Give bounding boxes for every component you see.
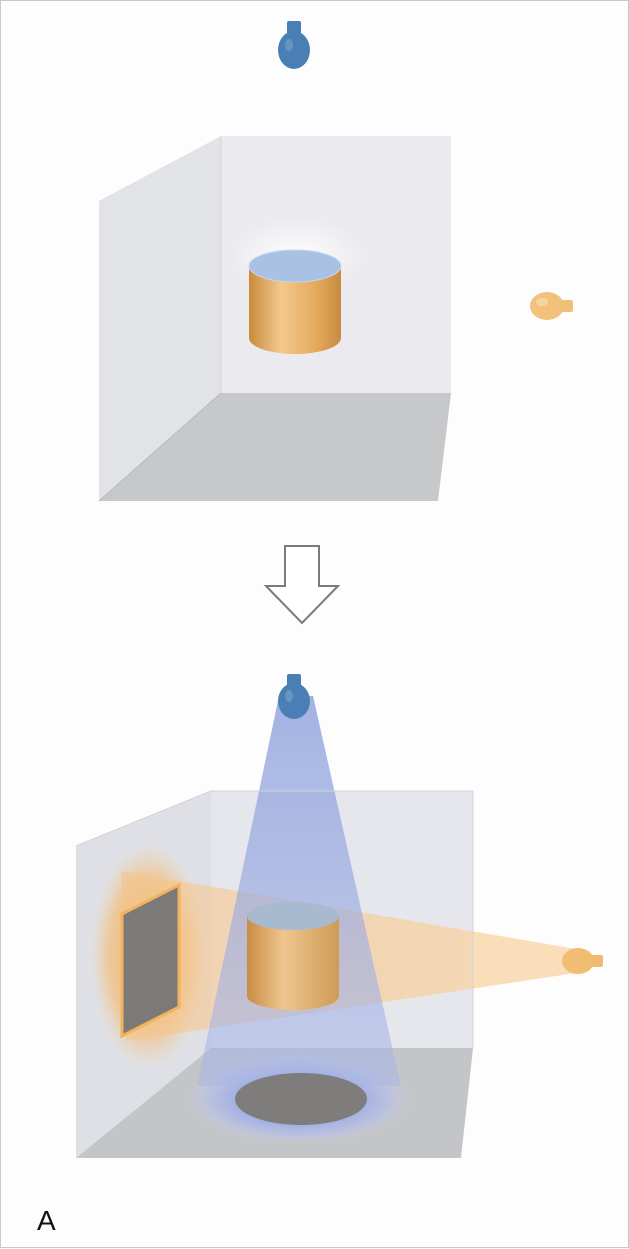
arrow-down-icon <box>266 546 338 623</box>
top-light-bulb-icon <box>278 21 310 69</box>
cylinder-floor-shadow <box>235 1073 367 1125</box>
panel-label: A <box>37 1207 56 1235</box>
top-light-bulb-icon-2 <box>278 674 310 719</box>
top-scene <box>99 21 573 501</box>
cylinder-2 <box>247 902 339 1010</box>
side-light-bulb-icon-2 <box>562 948 603 974</box>
cylinder <box>249 250 341 354</box>
side-light-bulb-icon <box>530 292 573 320</box>
bottom-scene <box>76 674 603 1158</box>
